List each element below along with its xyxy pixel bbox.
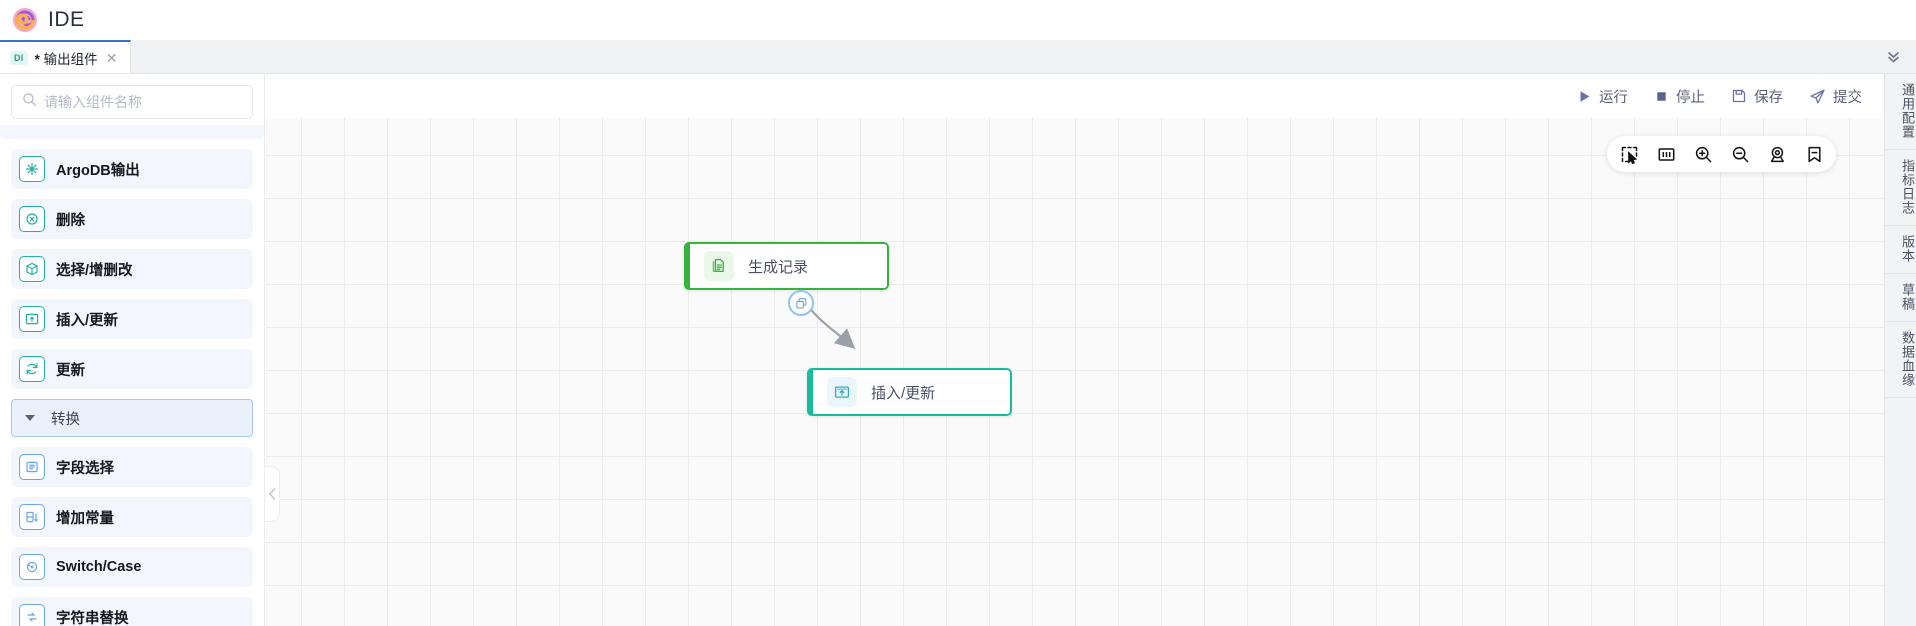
- app-header: IDE: [0, 0, 1916, 40]
- node-label: 生成记录: [748, 258, 809, 276]
- list-item-switch-case[interactable]: Switch/Case: [11, 547, 253, 587]
- stop-button[interactable]: 停止: [1654, 86, 1705, 107]
- canvas-area[interactable]: 运行 停止 保存 提交: [266, 74, 1884, 626]
- rail-item-draft[interactable]: 草稿: [1885, 274, 1916, 322]
- swirl-logo-icon: [12, 7, 38, 33]
- list-item-add-constant[interactable]: 增加常量: [11, 497, 253, 537]
- list-item-label: 选择/增删改: [56, 262, 133, 279]
- list-item-string-replace[interactable]: 字符串替换: [11, 597, 253, 626]
- canvas-node-generate-records[interactable]: 生成记录: [684, 242, 889, 290]
- rail-item-label: 通用配置: [1900, 83, 1915, 139]
- bookmark-icon[interactable]: [1804, 144, 1824, 164]
- run-label: 运行: [1599, 89, 1628, 106]
- edge-generate-records-to-insert-update: [794, 267, 856, 349]
- submit-icon: [1809, 88, 1826, 105]
- app-title: IDE: [48, 8, 85, 31]
- right-rail: 通用配置 指标日志 版本 草稿 数据血缘: [1884, 74, 1916, 626]
- stop-label: 停止: [1676, 89, 1705, 106]
- submit-label: 提交: [1833, 89, 1862, 106]
- stop-icon: [1654, 89, 1669, 104]
- canvas-node-insert-update[interactable]: 插入/更新: [807, 368, 1012, 416]
- rail-item-label: 草稿: [1900, 283, 1915, 311]
- tab-strip: DI * 输出组件 ✕: [0, 40, 1916, 74]
- list-item-label: 插入/更新: [56, 312, 119, 329]
- list-item-delete[interactable]: 删除: [11, 199, 253, 239]
- node-accent-bar: [807, 368, 813, 416]
- double-chevron-down-icon[interactable]: [1870, 40, 1916, 73]
- submit-button[interactable]: 提交: [1809, 86, 1862, 107]
- node-label: 插入/更新: [871, 384, 936, 402]
- rail-item-version[interactable]: 版本: [1885, 226, 1916, 274]
- insert-update-icon: [827, 377, 857, 407]
- tab-output-component[interactable]: DI * 输出组件 ✕: [0, 40, 131, 73]
- search-icon: [22, 92, 37, 112]
- refresh-update-icon: [19, 356, 45, 382]
- tab-title-text: 输出组件: [43, 51, 98, 67]
- save-icon: [1731, 88, 1747, 104]
- list-item-label: 更新: [56, 362, 85, 379]
- rail-item-metric-log[interactable]: 指标日志: [1885, 150, 1916, 226]
- chevron-left-icon: [268, 488, 275, 500]
- component-panel: ArgoDB输出 删除 选择/增删改 插: [0, 74, 265, 626]
- locate-icon[interactable]: [1767, 144, 1787, 164]
- insert-update-icon: [19, 306, 45, 332]
- run-button[interactable]: 运行: [1577, 86, 1628, 107]
- component-list: ArgoDB输出 删除 选择/增删改 插: [0, 149, 264, 626]
- marquee-select-icon[interactable]: [1619, 144, 1639, 164]
- node-accent-bar: [684, 242, 690, 290]
- field-select-icon: [19, 454, 45, 480]
- search-box[interactable]: [11, 85, 253, 119]
- list-item-label: 删除: [56, 212, 85, 229]
- rail-item-label: 数据血缘: [1900, 331, 1915, 387]
- tab-label: * 输出组件: [35, 48, 98, 68]
- copy-layers-icon: [795, 297, 806, 309]
- tab-type-badge: DI: [10, 50, 28, 65]
- list-item-insert-update[interactable]: 插入/更新: [11, 299, 253, 339]
- delete-circle-icon: [19, 206, 45, 232]
- add-constant-icon: [19, 504, 45, 530]
- editor-toolbar: 运行 停止 保存 提交: [266, 74, 1884, 118]
- save-label: 保存: [1754, 89, 1783, 106]
- rail-item-general-config[interactable]: 通用配置: [1885, 74, 1916, 150]
- rail-item-data-lineage[interactable]: 数据血缘: [1885, 322, 1916, 398]
- close-icon[interactable]: ✕: [105, 49, 118, 66]
- list-item-label: Switch/Case: [56, 559, 142, 575]
- zoom-out-icon[interactable]: [1730, 144, 1750, 164]
- save-button[interactable]: 保存: [1731, 86, 1783, 107]
- switch-case-icon: [19, 554, 45, 580]
- cube-select-icon: [19, 256, 45, 282]
- rail-item-label: 指标日志: [1900, 159, 1915, 215]
- group-item-transform[interactable]: 转换: [11, 399, 253, 437]
- zoom-in-icon[interactable]: [1693, 144, 1713, 164]
- list-item-label: 字符串替换: [56, 610, 129, 626]
- list-item-field-select[interactable]: 字段选择: [11, 447, 253, 487]
- argodb-output-icon: [19, 156, 45, 182]
- search-wrapper: [0, 74, 264, 125]
- tab-dirty-marker: *: [34, 51, 40, 67]
- canvas-tool-bar: [1607, 136, 1836, 172]
- node-body: 生成记录: [690, 242, 889, 290]
- play-icon: [1577, 89, 1592, 104]
- string-replace-icon: [19, 604, 45, 626]
- edge-badge[interactable]: [788, 290, 814, 316]
- list-item-argodb-output[interactable]: ArgoDB输出: [11, 149, 253, 189]
- group-item-label: 转换: [51, 411, 80, 428]
- canvas-grid[interactable]: 生成记录 插入/更新: [266, 118, 1884, 626]
- rail-item-label: 版本: [1900, 235, 1915, 263]
- caret-down-icon: [25, 415, 35, 421]
- list-item-update[interactable]: 更新: [11, 349, 253, 389]
- list-item-label: 字段选择: [56, 460, 114, 477]
- list-item-label: 增加常量: [56, 510, 114, 527]
- list-item-label: ArgoDB输出: [56, 162, 140, 179]
- list-item-partial-above: [0, 125, 264, 139]
- node-body: 插入/更新: [813, 368, 1012, 416]
- fit-to-screen-icon[interactable]: [1656, 144, 1676, 164]
- list-item-select-crud[interactable]: 选择/增删改: [11, 249, 253, 289]
- search-input[interactable]: [44, 94, 242, 110]
- panel-collapse-handle[interactable]: [265, 466, 280, 522]
- generate-records-icon: [704, 251, 734, 281]
